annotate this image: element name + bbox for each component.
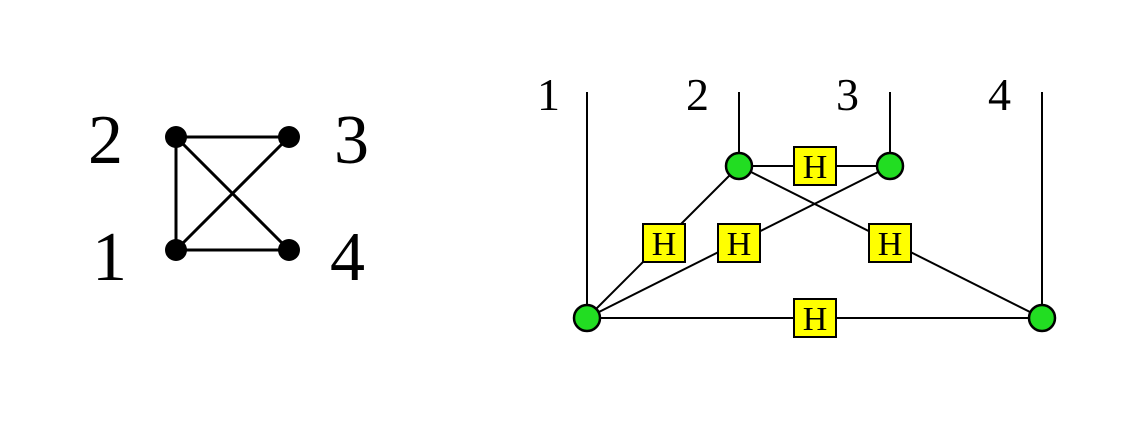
graph-vertex-2 (165, 126, 187, 148)
wire-label-2: 2 (686, 69, 709, 120)
circuit: H H H H H 1 2 3 4 (537, 69, 1057, 338)
graph-label-3: 3 (334, 102, 369, 179)
graph: 2 3 1 4 (88, 102, 369, 296)
h-gate-2-4: H (868, 223, 912, 263)
h-gate-label: H (727, 226, 752, 263)
h-gate-1-4: H (793, 298, 837, 338)
wire-label-3: 3 (836, 69, 859, 120)
graph-label-4: 4 (330, 219, 365, 296)
wire-label-1: 1 (537, 69, 560, 120)
h-gate-2-3: H (793, 146, 837, 186)
graph-edge-1-3 (174, 135, 291, 252)
h-gate-1-2: H (642, 223, 686, 263)
graph-vertex-4 (278, 239, 300, 261)
graph-label-2: 2 (88, 102, 123, 179)
circuit-node-4 (1027, 303, 1057, 333)
wire-label-4: 4 (988, 69, 1011, 120)
graph-vertex-3 (278, 126, 300, 148)
h-gate-label: H (803, 149, 828, 186)
circuit-node-2 (724, 151, 754, 181)
circuit-node-3 (875, 151, 905, 181)
h-gate-1-3: H (717, 223, 761, 263)
h-gate-label: H (878, 226, 903, 263)
graph-vertex-1 (165, 239, 187, 261)
circuit-node-1 (572, 303, 602, 333)
h-gate-label: H (652, 226, 677, 263)
h-gate-label: H (803, 301, 828, 338)
graph-label-1: 1 (92, 219, 127, 296)
